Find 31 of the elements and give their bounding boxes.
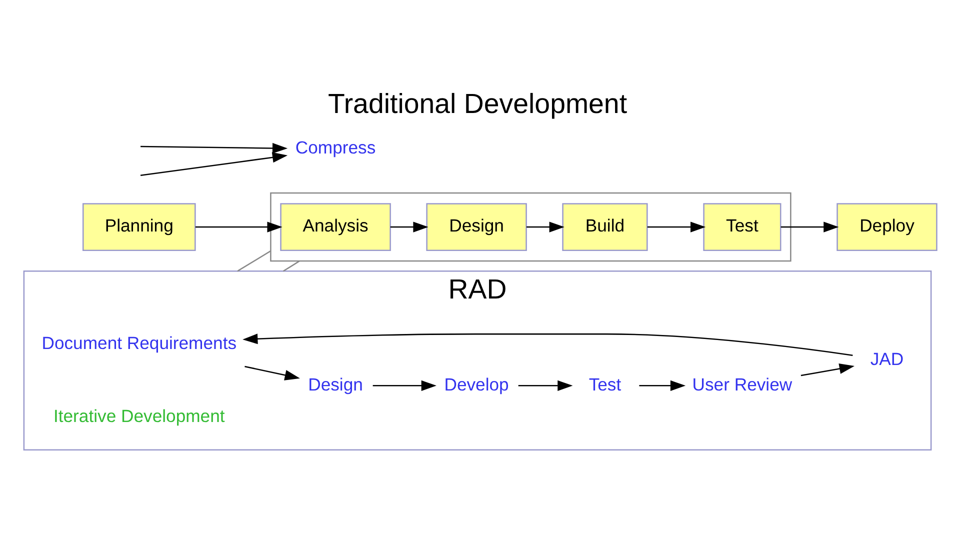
arrow bbox=[242, 332, 853, 356]
node-box: Planning bbox=[82, 202, 196, 250]
arrow bbox=[372, 380, 436, 390]
arrow bbox=[800, 362, 854, 376]
diagram-title: Traditional Development bbox=[328, 88, 628, 119]
connector bbox=[282, 260, 300, 272]
node-text: User Review bbox=[692, 374, 792, 394]
connector bbox=[237, 250, 272, 272]
node-box: Analysis bbox=[280, 202, 391, 250]
node-text: JAD bbox=[870, 348, 904, 369]
arrow bbox=[390, 221, 428, 232]
node-box: Test bbox=[703, 202, 782, 250]
node-text: Compress bbox=[295, 137, 376, 158]
arrow bbox=[140, 152, 288, 176]
node-box: Build bbox=[562, 202, 648, 250]
arrow bbox=[140, 142, 288, 153]
arrow bbox=[780, 221, 839, 232]
arrow bbox=[244, 365, 300, 380]
arrow bbox=[518, 380, 573, 390]
node-box: Deploy bbox=[836, 202, 938, 250]
arrow bbox=[647, 221, 706, 232]
label: Iterative Development bbox=[53, 405, 225, 426]
arrow bbox=[639, 380, 686, 390]
node-text: Design bbox=[308, 374, 363, 394]
cluster bbox=[270, 192, 792, 262]
node-text: Develop bbox=[444, 374, 509, 394]
arrow bbox=[526, 221, 564, 232]
node-text: Document Requirements bbox=[42, 332, 237, 352]
arrow bbox=[195, 221, 282, 232]
node-text: Test bbox=[588, 374, 622, 394]
node-box: Design bbox=[426, 202, 527, 250]
